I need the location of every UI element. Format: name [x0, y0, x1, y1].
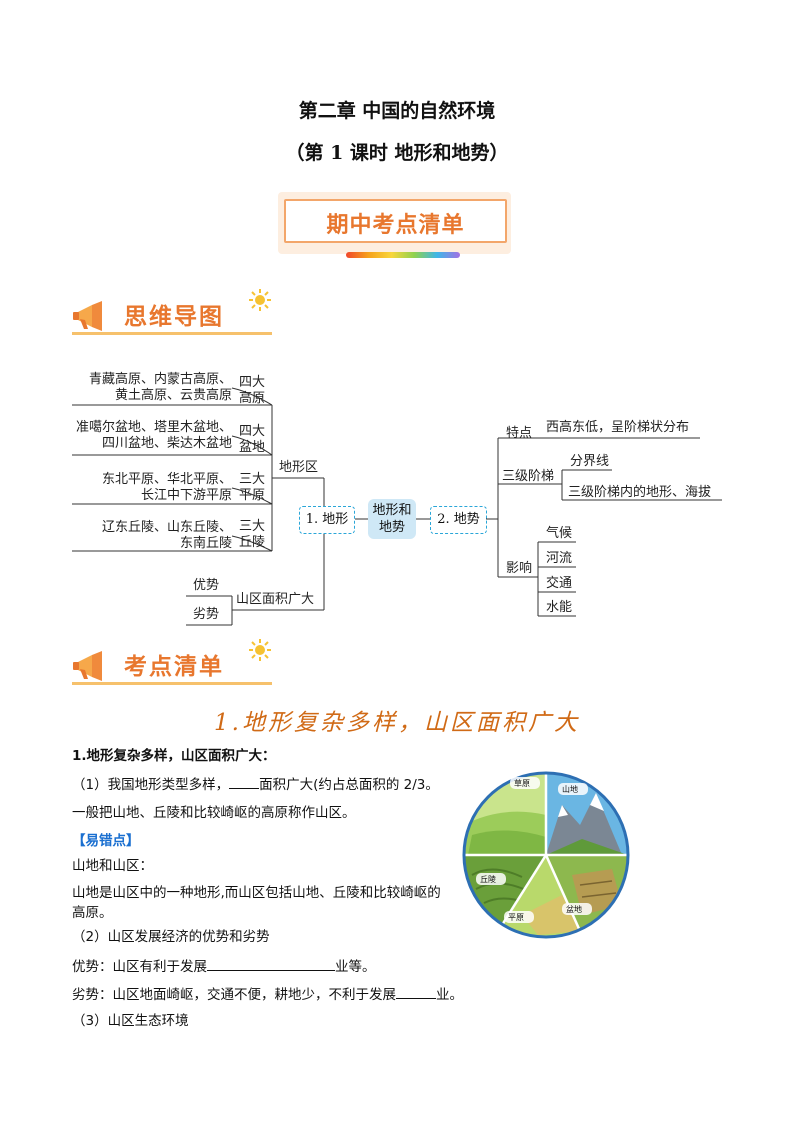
- section-underline: [72, 682, 272, 685]
- paragraph-6: 优势：山区有利于发展 业等。: [72, 956, 376, 977]
- plains-line1: 东北平原、华北平原、: [101, 472, 232, 487]
- influence-climate: 气候: [546, 526, 573, 541]
- megaphone-icon: [73, 651, 102, 681]
- basins-line2: 四川盆地、柴达木盆地: [101, 436, 232, 451]
- section-title-mindmap: 思维导图: [124, 304, 224, 330]
- label-line: 平原: [238, 488, 265, 503]
- plains-line2: 长江中下游平原: [140, 488, 232, 503]
- section-underline: [72, 332, 272, 335]
- label-plain: 平原: [508, 913, 524, 922]
- p6-part-a: 优势：山区有利于发展: [72, 959, 207, 975]
- label-line: 三大: [238, 472, 265, 487]
- boundary-label: 分界线: [570, 454, 610, 469]
- center-line1: 地形和: [372, 503, 412, 518]
- plateaus-list: 青藏高原、内蒙古高原、 黄土高原、云贵高原: [72, 372, 232, 404]
- chapter-title: 第二章 中国的自然环境: [298, 100, 496, 122]
- hills-list: 辽东丘陵、山东丘陵、 东南丘陵: [72, 520, 232, 552]
- advantage-label: 优势: [193, 578, 220, 593]
- section-title-points: 考点清单: [124, 654, 224, 680]
- influence-transport: 交通: [546, 576, 573, 591]
- feature-text: 西高东低，呈阶梯状分布: [546, 420, 690, 435]
- paragraph-4: 山地是山区中的一种地形,而山区包括山地、丘陵和比较崎岖的高原。: [72, 885, 441, 921]
- basins-list: 准噶尔盆地、塔里木盆地、 四川盆地、柴达木盆地: [72, 420, 232, 452]
- label-line: 四大: [238, 375, 265, 390]
- label-line: 高原: [238, 391, 265, 406]
- node-terrain: 1. 地形: [299, 506, 355, 534]
- paragraph-7: 劣势：山区地面崎岖，交通不便，耕地少，不利于发展 业。: [72, 984, 463, 1005]
- lesson-subtitle: （第 1 课时 地形和地势）: [285, 142, 509, 164]
- steps-detail: 三级阶梯内的地形、海拔: [568, 485, 712, 500]
- plateaus-line2: 黄土高原、云贵高原: [114, 388, 232, 403]
- label-basin: 盆地: [566, 904, 582, 914]
- influence-label: 影响: [506, 561, 533, 576]
- disadvantage-label: 劣势: [193, 607, 220, 622]
- label-grassland: 草原: [514, 778, 530, 788]
- tip-label: 【易错点】: [72, 833, 140, 849]
- label-line: 丘陵: [238, 535, 265, 550]
- topic-title: 1.地形复杂多样，山区面积广大: [214, 710, 580, 736]
- terrain-region-label: 地形区: [279, 460, 319, 475]
- mountain-area-label: 山区面积广大: [236, 592, 315, 607]
- label-mountain: 山地: [562, 784, 578, 794]
- label-line: 盆地: [238, 440, 265, 455]
- basins-line1: 准噶尔盆地、塔里木盆地、: [75, 420, 232, 435]
- paragraph-3: 山地和山区：: [72, 858, 153, 874]
- blank-2[interactable]: [207, 956, 335, 971]
- p1-part-b: 面积广大(约占总面积的 2/3。: [259, 777, 439, 793]
- section-header-points: 考点清单: [72, 645, 272, 685]
- three-hills-label: 三大 丘陵: [234, 519, 270, 551]
- four-plateaus-label: 四大 高原: [234, 375, 270, 407]
- plains-list: 东北平原、华北平原、 长江中下游平原: [72, 472, 232, 504]
- plateaus-line1: 青藏高原、内蒙古高原、: [88, 372, 232, 387]
- megaphone-icon: [73, 301, 102, 331]
- sun-icon: [249, 639, 271, 661]
- influence-rivers: 河流: [546, 551, 573, 566]
- exam-banner: 期中考点清单: [278, 192, 511, 258]
- paragraph-5: （2）山区发展经济的优势和劣势: [72, 929, 270, 945]
- three-plains-label: 三大 平原: [234, 472, 270, 504]
- feature-label: 特点: [506, 426, 533, 441]
- blank-1[interactable]: [229, 774, 260, 789]
- rainbow-bar: [346, 252, 460, 258]
- steps-label: 三级阶梯: [502, 469, 555, 484]
- banner-text: 期中考点清单: [326, 213, 465, 238]
- section-header-mindmap: 思维导图: [72, 295, 272, 335]
- label-line: 三大: [238, 519, 265, 534]
- mindmap-lines: [72, 387, 722, 626]
- hills-line2: 东南丘陵: [179, 536, 232, 551]
- p1-part-a: （1）我国地形类型多样，: [72, 777, 230, 793]
- paragraph-1: （1）我国地形类型多样， 面积广大(约占总面积的 2/3。: [72, 774, 439, 795]
- center-node: 地形和 地势: [368, 499, 416, 539]
- sun-icon: [249, 289, 271, 311]
- landscape-figure: 草原 山地 丘陵 平原 盆地: [462, 771, 630, 939]
- label-hills: 丘陵: [480, 875, 496, 884]
- hills-line1: 辽东丘陵、山东丘陵、: [101, 520, 232, 535]
- four-basins-label: 四大 盆地: [234, 424, 270, 456]
- paragraph-8: （3）山区生态环境: [72, 1013, 189, 1029]
- paragraph-2: 一般把山地、丘陵和比较崎岖的高原称作山区。: [72, 805, 356, 821]
- influence-hydropower: 水能: [546, 600, 573, 615]
- label-line: 四大: [238, 424, 265, 439]
- p7-part-a: 劣势：山区地面崎岖，交通不便，耕地少，不利于发展: [72, 987, 396, 1003]
- p7-part-b: 业。: [436, 987, 463, 1003]
- node-relief: 2. 地势: [430, 506, 487, 534]
- p6-part-b: 业等。: [335, 959, 376, 975]
- center-line2: 地势: [378, 520, 405, 535]
- content-heading: 1.地形复杂多样，山区面积广大：: [72, 748, 276, 764]
- blank-3[interactable]: [396, 984, 436, 999]
